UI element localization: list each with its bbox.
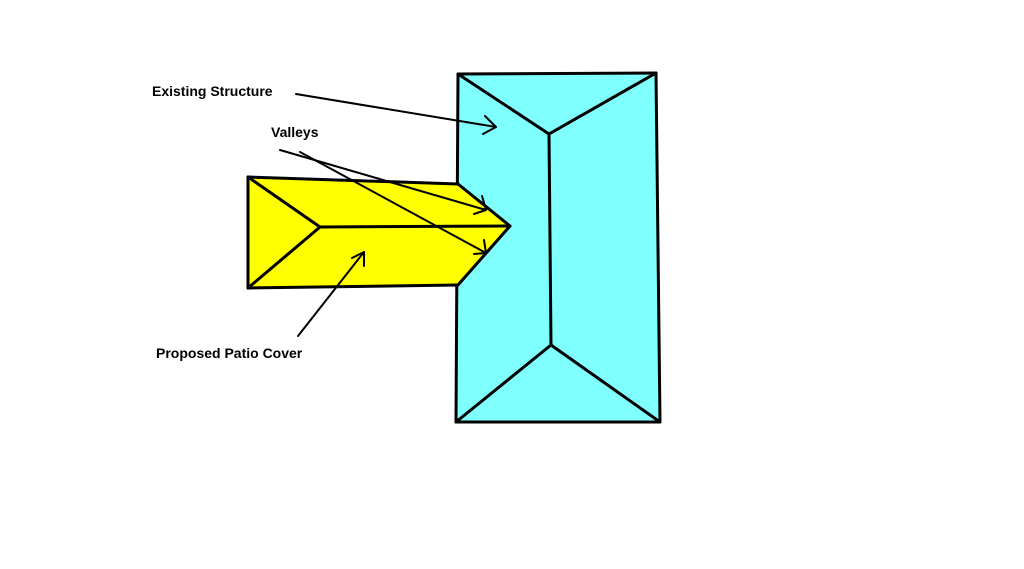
patio-cover-fill	[248, 177, 510, 288]
existing-structure-fill	[456, 73, 660, 422]
patio-cover-arrow	[297, 251, 365, 337]
patio-ridge-line	[318, 224, 512, 229]
patio-hip-top	[246, 175, 322, 229]
existing-structure-roof	[454, 71, 662, 424]
existing-structure-label: Existing Structure	[152, 83, 273, 99]
existing-hip-bottom-right	[549, 343, 662, 424]
existing-structure-arrow	[295, 93, 497, 135]
valleys-arrow-lower	[299, 151, 487, 255]
existing-hip-bottom-left	[454, 343, 553, 424]
existing-hip-top-right	[547, 71, 658, 136]
existing-ridge-line	[547, 132, 553, 347]
proposed-patio-cover-label: Proposed Patio Cover	[156, 345, 303, 361]
valleys-label: Valleys	[271, 124, 319, 140]
patio-cover-roof	[246, 175, 512, 290]
existing-hip-top-left	[456, 72, 551, 136]
valley-line-lower	[456, 224, 512, 287]
patio-hip-bottom	[246, 225, 322, 290]
